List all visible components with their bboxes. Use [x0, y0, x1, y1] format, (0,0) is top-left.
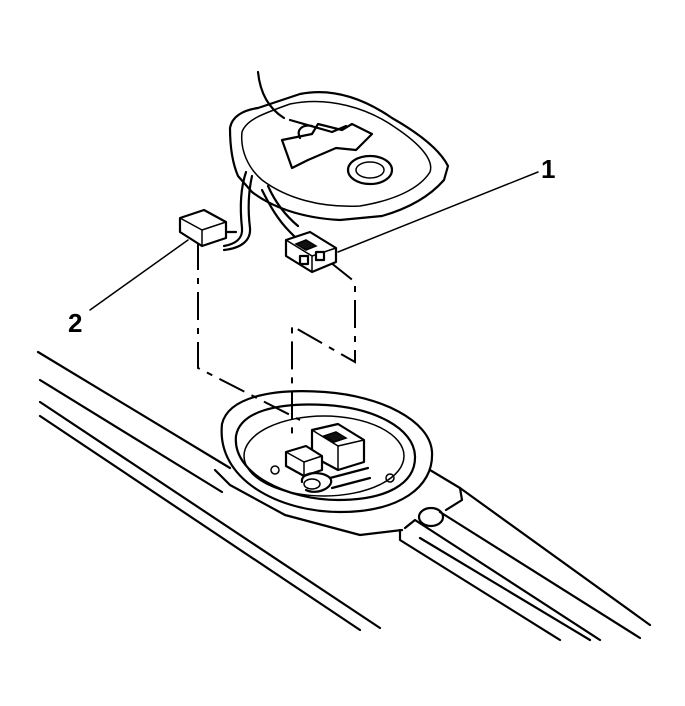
module-connector-large — [310, 422, 366, 472]
assembly-leader-lines — [197, 242, 356, 440]
electrical-connector — [284, 230, 338, 274]
wiring-grommet — [178, 208, 238, 248]
module-fitting — [300, 466, 372, 493]
callout-leaders — [89, 171, 539, 311]
sender-cover-plate — [228, 91, 450, 222]
callout-label-1: 1 — [541, 154, 555, 184]
module-connector-small — [284, 444, 324, 478]
callout-label-2: 2 — [68, 308, 82, 338]
wire-harness — [222, 70, 300, 252]
